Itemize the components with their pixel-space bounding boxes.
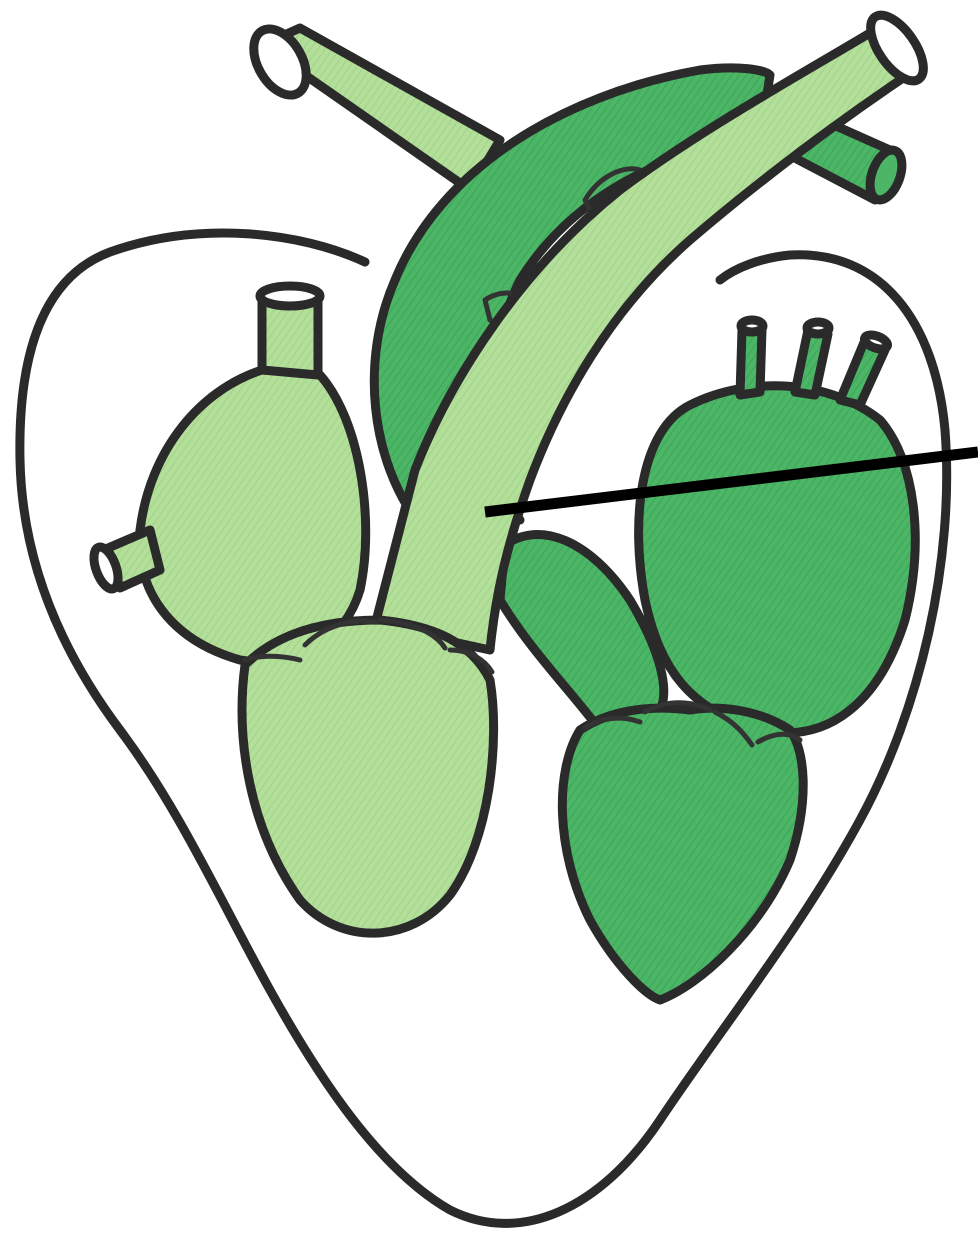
superior-vena-cava bbox=[262, 300, 318, 375]
pulmonary-vein-1 bbox=[740, 330, 762, 395]
pulmonary-vein-2-opening bbox=[807, 322, 829, 334]
superior-vena-cava-opening bbox=[260, 286, 320, 306]
pulmonary-vein-1-opening bbox=[741, 320, 763, 332]
pulmonary-vein-3-opening bbox=[863, 332, 890, 351]
left-atrium bbox=[639, 386, 916, 733]
